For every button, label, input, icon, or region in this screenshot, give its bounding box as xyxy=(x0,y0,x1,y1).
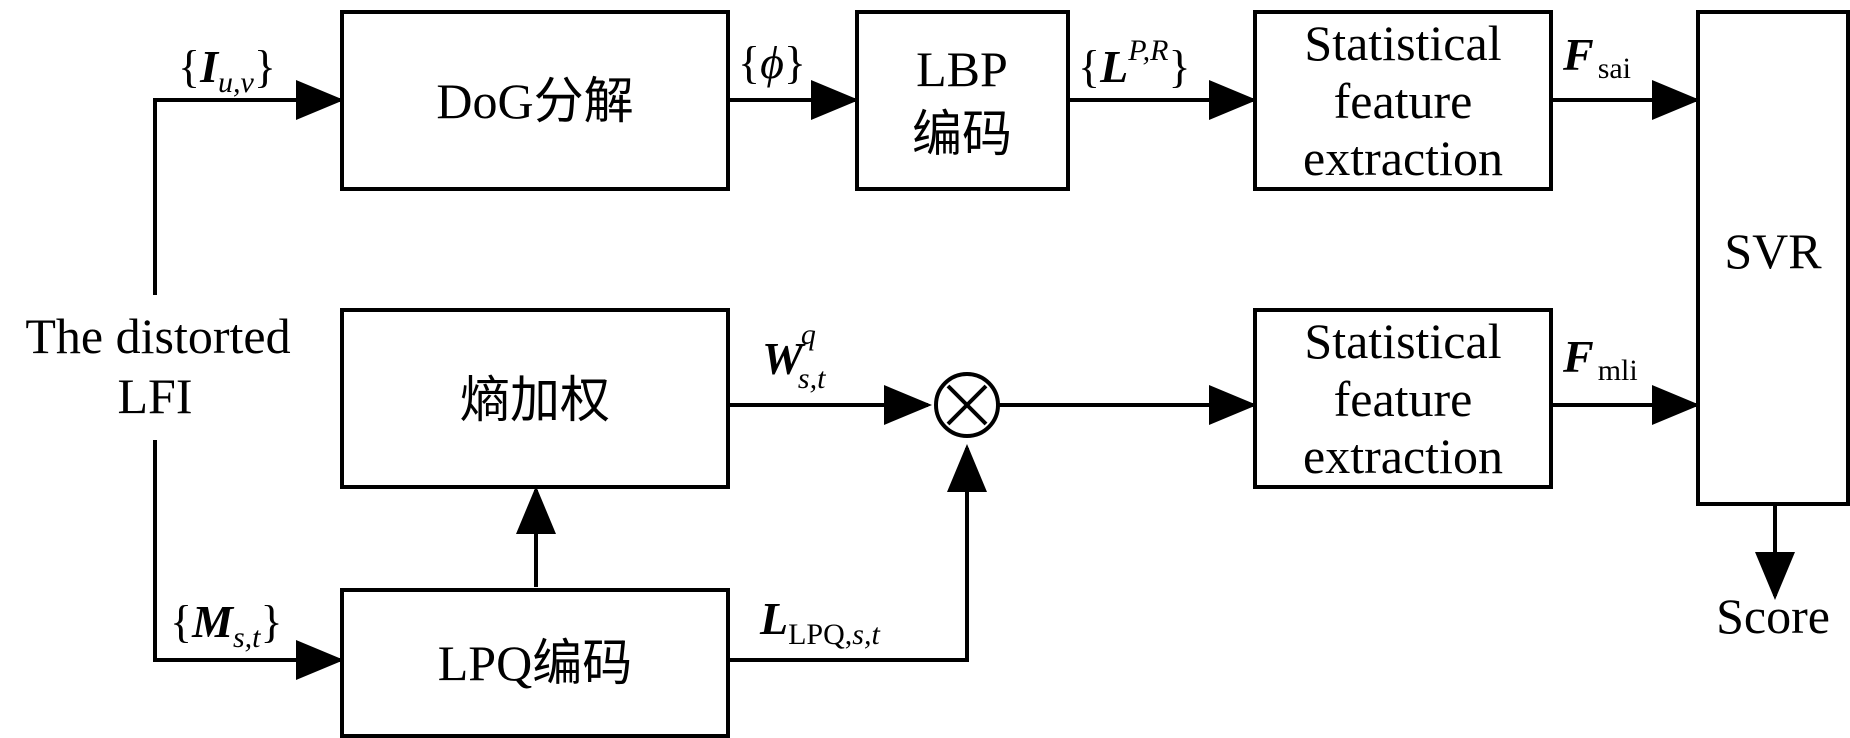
input-label-line2: LFI xyxy=(118,368,193,424)
lbp-block xyxy=(855,10,1070,191)
entropy-block xyxy=(340,308,730,489)
signal-label-m-st: {Ms,t} xyxy=(170,596,283,654)
svr-label: SVR xyxy=(1724,223,1822,279)
sfe-top-line1: Statistical xyxy=(1304,15,1501,71)
sfe-top-line3: extraction xyxy=(1303,130,1503,186)
entropy-label: 熵加权 xyxy=(460,372,610,428)
sfe-top-block xyxy=(1253,10,1553,191)
wire-input-to-dog xyxy=(153,80,344,295)
sfe-bottom-line1: Statistical xyxy=(1304,313,1501,369)
dog-label: DoG分解 xyxy=(436,73,633,129)
lbp-label-line1: LBP xyxy=(916,41,1008,97)
sfe-top-line2: feature xyxy=(1334,73,1473,129)
score-label: Score xyxy=(1716,588,1830,644)
input-label-line1: The distorted xyxy=(25,308,290,364)
wire-lpq-to-mult xyxy=(728,444,987,662)
lbp-label-line2: 编码 xyxy=(912,106,1012,162)
sfe-bottom-line2: feature xyxy=(1334,371,1473,427)
sfe-bottom-line3: extraction xyxy=(1303,428,1503,484)
lpq-block xyxy=(340,588,730,738)
svr-block xyxy=(1696,10,1850,506)
sfe-bottom-block xyxy=(1253,308,1553,489)
signal-label-l-pr: {LP,R} xyxy=(1078,34,1191,92)
signal-label-i-uv: {Iu,v} xyxy=(178,41,276,99)
lpq-label: LPQ编码 xyxy=(438,635,632,691)
signal-label-phi: {ϕ} xyxy=(738,37,806,88)
dog-block xyxy=(340,10,730,191)
wire-input-to-lpq xyxy=(153,440,344,680)
signal-label-l-lpq-st: LLPQ,s,t xyxy=(759,593,880,651)
multiply-icon-stroke-b xyxy=(946,384,988,426)
